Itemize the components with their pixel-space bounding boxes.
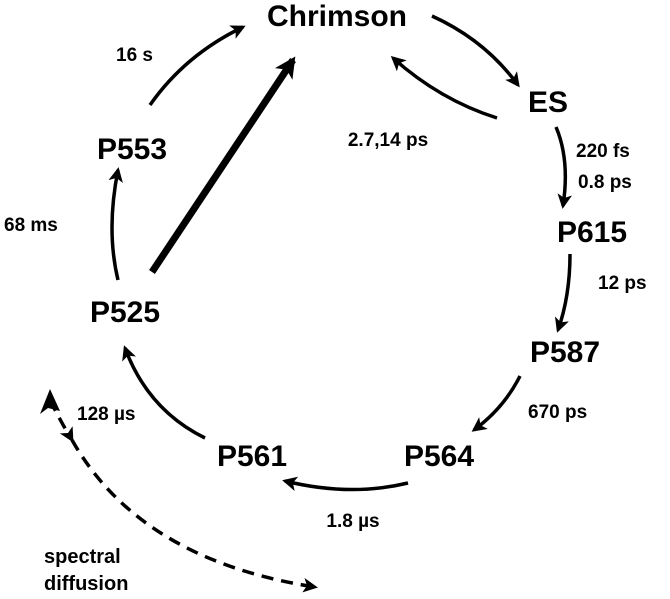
rate-p615-p587: 12 ps — [598, 273, 647, 294]
arrow-p564-to-p561 — [282, 476, 409, 492]
annotation-spectral: spectral — [44, 546, 121, 568]
arrow-p615-to-p587 — [554, 253, 572, 333]
rate-es-p615-2: 0.8 ps — [578, 172, 632, 193]
state-p587: P587 — [530, 336, 600, 369]
arrow-spectral-diffusion — [59, 426, 318, 593]
state-p525: P525 — [90, 296, 160, 329]
rate-es-p615-1: 220 fs — [576, 141, 630, 162]
rate-p561-p525: 128 µs — [77, 404, 136, 425]
state-p564: P564 — [404, 440, 474, 473]
arrow-p553-to-chrimson — [148, 25, 246, 107]
rate-p525-p553: 68 ms — [4, 215, 58, 236]
arrow-chrimson-to-es — [431, 14, 520, 88]
rate-p564-p561: 1.8 µs — [326, 511, 379, 532]
arrow-p561-to-p525 — [122, 345, 206, 440]
arrow-es-to-p615 — [554, 126, 573, 209]
state-p615: P615 — [557, 216, 627, 249]
rate-chrimson-es: 2.7,14 ps — [348, 130, 428, 151]
state-p561: P561 — [217, 440, 287, 473]
rate-p553-chrimson: 16 s — [116, 45, 153, 66]
rate-p587-p564: 670 ps — [528, 402, 587, 423]
arrow-p525-to-chrimson — [149, 56, 296, 274]
state-chrimson: Chrimson — [267, 0, 407, 33]
arrow-p525-to-p553 — [108, 167, 123, 281]
arrow-es-to-chrimson — [390, 56, 498, 120]
arrow-p587-to-p564 — [471, 375, 522, 432]
state-es: ES — [528, 86, 568, 119]
state-p553: P553 — [97, 133, 167, 166]
arrow-spectral-diffusion-dash-tail — [48, 399, 72, 438]
annotation-diffusion: diffusion — [44, 573, 128, 595]
